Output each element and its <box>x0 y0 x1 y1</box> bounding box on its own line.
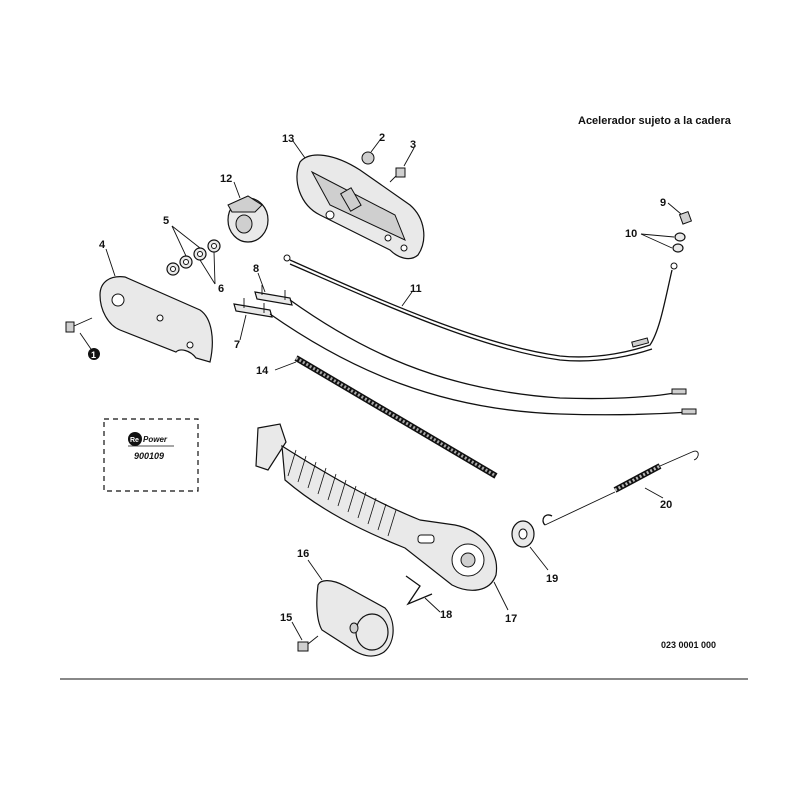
part-3-screw <box>389 167 406 183</box>
part-12-trigger-pulley <box>227 195 269 243</box>
part-18-wire-clip <box>405 575 433 606</box>
callout-20: 20 <box>660 499 672 511</box>
drawing-number: 023 0001 000 <box>661 640 716 650</box>
callout-1: 1 <box>91 350 96 360</box>
callout-1-badge: 1 <box>88 348 100 360</box>
callout-5: 5 <box>163 215 169 227</box>
callout-13: 13 <box>282 133 294 145</box>
part-19-washer <box>511 520 535 548</box>
repower-brand-power: Power <box>143 435 168 444</box>
repower-code: 900109 <box>134 451 164 461</box>
part-2-nut <box>361 151 375 165</box>
part-16-cover <box>316 580 394 657</box>
part-1-bolt <box>65 317 93 333</box>
repower-brand-re: Re <box>130 437 139 444</box>
callout-9: 9 <box>660 197 666 209</box>
part-15-screw <box>297 635 319 652</box>
callout-15: 15 <box>280 612 292 624</box>
part-9-cap <box>678 210 693 225</box>
callout-7: 7 <box>234 339 240 351</box>
part-7-cable-clip <box>233 298 273 318</box>
part-13-throttle-housing <box>296 154 425 260</box>
part-10-ferrules <box>670 232 686 270</box>
part-4-bracket <box>99 276 213 363</box>
callout-18: 18 <box>440 609 452 621</box>
callout-8: 8 <box>253 263 259 275</box>
part-14-threaded-rod <box>294 355 498 479</box>
callout-16: 16 <box>297 548 309 560</box>
callout-2: 2 <box>379 132 385 144</box>
repower-kit-box: Re Power 900109 <box>103 418 199 492</box>
callout-19: 19 <box>546 573 558 585</box>
diagram-title: Acelerador sujeto a la cadera <box>578 115 732 127</box>
part-11-throttle-cable <box>283 254 673 362</box>
part-17-corrugated-arm <box>255 423 498 591</box>
callout-10: 10 <box>625 228 637 240</box>
callout-17: 17 <box>505 613 517 625</box>
clip-cables <box>269 299 697 416</box>
repower-logo-icon <box>128 432 142 446</box>
callout-14: 14 <box>256 365 269 377</box>
part-5-6-washers <box>166 239 221 276</box>
callout-6: 6 <box>218 283 224 295</box>
callout-12: 12 <box>220 173 232 185</box>
part-8-cable-clip <box>254 285 293 306</box>
callout-4: 4 <box>99 239 106 251</box>
part-20-spring <box>542 450 699 526</box>
callout-11: 11 <box>410 283 422 295</box>
callout-3: 3 <box>410 139 416 151</box>
